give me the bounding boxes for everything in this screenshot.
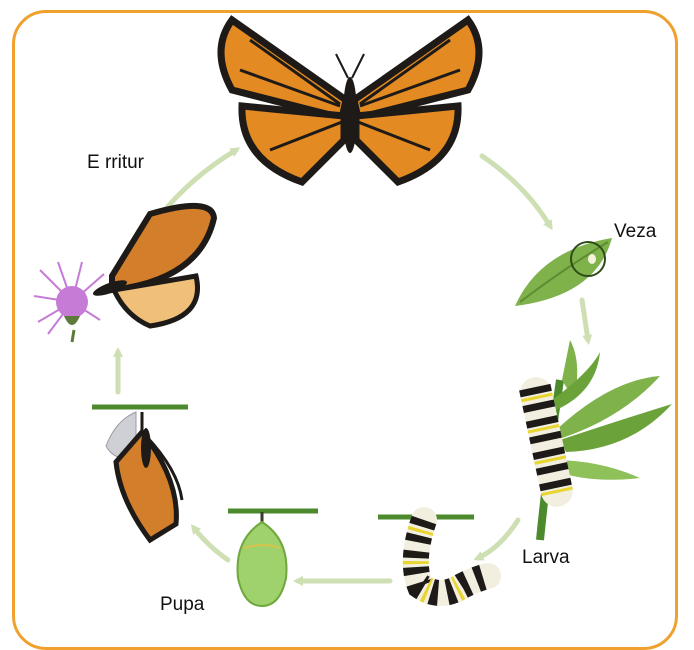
- arrow-chrysalis-to-emerging: [194, 528, 228, 560]
- butterfly-adult-icon: [221, 20, 479, 182]
- label-pupa: Pupa: [160, 594, 204, 616]
- life-cycle-illustration: [0, 0, 694, 631]
- label-egg: Veza: [614, 221, 656, 243]
- egg-on-leaf-icon: [515, 238, 612, 306]
- chrysalis-icon: [228, 511, 318, 606]
- label-adult: E rritur: [87, 152, 144, 174]
- caterpillar-on-milkweed-icon: [517, 340, 672, 540]
- arrow-adult-to-egg: [482, 156, 550, 226]
- arrow-larva-to-hanging: [478, 520, 518, 558]
- hanging-caterpillar-icon: [378, 517, 488, 593]
- arrow-egg-to-larva: [582, 300, 588, 340]
- butterfly-on-flower-icon: [34, 206, 214, 342]
- emerging-butterfly-icon: [92, 407, 188, 540]
- label-larva: Larva: [522, 547, 570, 569]
